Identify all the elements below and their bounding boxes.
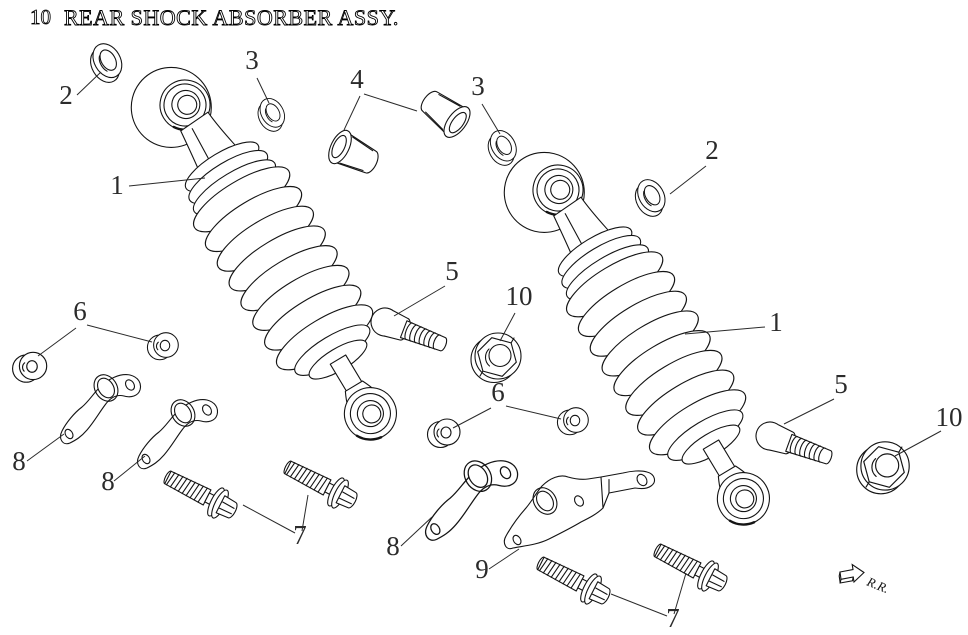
- callout-shock-right: 1: [769, 307, 783, 337]
- flange-bolt-7-a: [158, 461, 243, 527]
- nut-6-c: [426, 418, 461, 449]
- callout-shock-left: 1: [110, 170, 124, 200]
- callout-bracket-8-a: 8: [12, 446, 26, 476]
- callout-nut-6-left: 6: [73, 296, 87, 326]
- flange-nut-10-right: [856, 441, 910, 495]
- washer-2-left: [82, 37, 130, 89]
- bushing-4-right: [413, 83, 476, 143]
- bracket-8-b: [137, 394, 219, 470]
- leader-lines: [26, 71, 942, 617]
- callout-washer-2-right: 2: [705, 135, 719, 165]
- callout-nut-10-left: 10: [506, 281, 533, 311]
- nut-6-d: [556, 407, 589, 436]
- callout-nut-6-right: 6: [491, 377, 505, 407]
- rr-label: R.R.: [864, 573, 891, 596]
- flange-bolt-7-d: [648, 534, 733, 600]
- callout-washer-3-left: 3: [245, 45, 259, 75]
- callout-nut-10-right: 10: [936, 402, 963, 432]
- callout-bracket-9: 9: [475, 554, 489, 584]
- washer-2-right: [627, 174, 673, 222]
- nut-6-b: [146, 332, 179, 361]
- flange-bolt-7-b: [278, 451, 363, 517]
- title-item-number: 10: [30, 5, 51, 29]
- bracket-8-a: [60, 369, 142, 445]
- callout-bolt-7-left: 7: [293, 520, 307, 550]
- callout-bolt-5-right: 5: [834, 369, 848, 399]
- flange-bolt-7-c: [531, 547, 616, 613]
- bracket-9: [503, 470, 656, 550]
- rear-direction-indicator: R.R.: [838, 563, 891, 596]
- page-title: REAR SHOCK ABSORBER ASSY.: [64, 5, 399, 30]
- callout-washer-3-right: 3: [471, 71, 485, 101]
- flange-nut-10-left: [470, 332, 522, 384]
- bracket-8-c: [425, 455, 519, 541]
- callout-bolt-5-left: 5: [445, 256, 459, 286]
- bushing-4-left: [323, 126, 385, 182]
- washer-3-left: [251, 93, 292, 137]
- socket-bolt-5-left: [366, 303, 452, 359]
- socket-bolt-5-right: [751, 417, 837, 472]
- callout-bracket-8-b: 8: [101, 466, 115, 496]
- callout-bushing-4: 4: [350, 64, 364, 94]
- callout-bracket-8-c: 8: [386, 531, 400, 561]
- callout-washer-2-left: 2: [59, 80, 73, 110]
- rear-arrow-icon: [839, 563, 865, 584]
- nut-6-a: [11, 351, 48, 383]
- callout-bolt-7-right: 7: [666, 603, 680, 633]
